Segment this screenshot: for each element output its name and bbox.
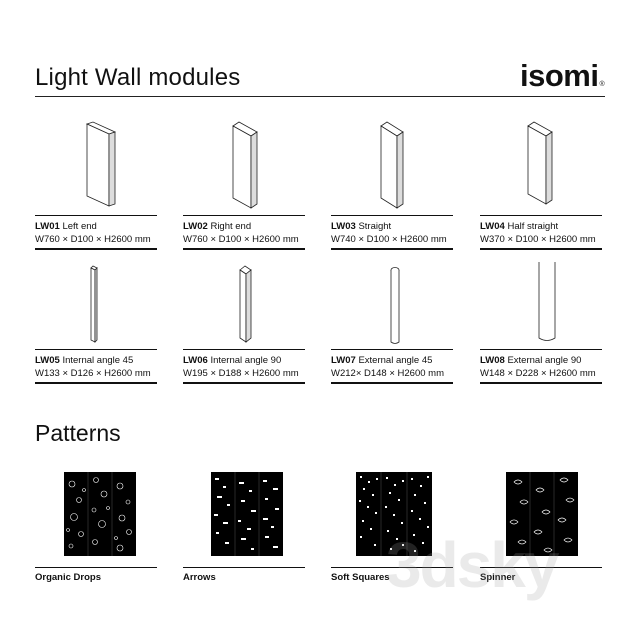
card-rule (480, 567, 602, 568)
panel-drawing (380, 121, 404, 209)
panel-drawing (390, 267, 400, 344)
card-rule-bottom (35, 248, 157, 250)
module-title: LW02 Right end (183, 221, 252, 232)
module-dims: W212× D148 × H2600 mm (331, 368, 445, 379)
pattern-arrows-image (211, 472, 283, 556)
panel-drawing (90, 265, 98, 343)
page-title: Light Wall modules (35, 64, 241, 91)
module-dims: W760 × D100 × H2600 mm (183, 234, 299, 245)
card-rule (35, 349, 157, 350)
card-rule-bottom (480, 248, 602, 250)
card-rule (183, 215, 305, 216)
panel-drawing (232, 121, 258, 209)
card-rule (35, 215, 157, 216)
card-rule (183, 349, 305, 350)
card-rule-bottom (331, 382, 453, 384)
panel-drawing (527, 121, 553, 205)
logo-text: isomi (520, 58, 599, 93)
module-title: LW04 Half straight (480, 221, 559, 232)
module-title: LW08 External angle 90 (480, 355, 582, 366)
card-rule (331, 567, 453, 568)
watermark: 3dsky (386, 529, 559, 601)
pattern-organic-drops-image (64, 472, 136, 556)
card-rule (35, 567, 157, 568)
pattern-soft-squares-image (356, 472, 432, 556)
pattern-label: Spinner (480, 572, 516, 583)
pattern-spinner-image (506, 472, 578, 556)
module-title: LW03 Straight (331, 221, 392, 232)
pattern-label: Soft Squares (331, 572, 390, 583)
card-rule (480, 215, 602, 216)
card-rule-bottom (35, 382, 157, 384)
card-rule-bottom (331, 248, 453, 250)
registered-mark: ® (599, 81, 605, 88)
card-rule (331, 215, 453, 216)
card-rule-bottom (480, 382, 602, 384)
module-title: LW07 External angle 45 (331, 355, 433, 366)
title-divider (35, 96, 605, 97)
card-rule-bottom (183, 248, 305, 250)
card-rule-bottom (183, 382, 305, 384)
panel-drawing (239, 265, 252, 343)
module-dims: W148 × D228 × H2600 mm (480, 368, 596, 379)
module-dims: W133 × D126 × H2600 mm (35, 368, 151, 379)
module-title: LW06 Internal angle 90 (183, 355, 282, 366)
card-rule (331, 349, 453, 350)
panel-drawing (538, 262, 556, 341)
section-title-patterns: Patterns (35, 420, 121, 446)
card-rule (480, 349, 602, 350)
module-dims: W760 × D100 × H2600 mm (35, 234, 151, 245)
panel-drawing (85, 121, 117, 207)
pattern-label: Arrows (183, 572, 216, 583)
module-dims: W740 × D100 × H2600 mm (331, 234, 447, 245)
brand-logo: isomi® (520, 58, 605, 94)
pattern-label: Organic Drops (35, 572, 101, 583)
module-dims: W370 × D100 × H2600 mm (480, 234, 596, 245)
module-dims: W195 × D188 × H2600 mm (183, 368, 299, 379)
module-title: LW05 Internal angle 45 (35, 355, 134, 366)
card-rule (183, 567, 305, 568)
module-title: LW01 Left end (35, 221, 97, 232)
